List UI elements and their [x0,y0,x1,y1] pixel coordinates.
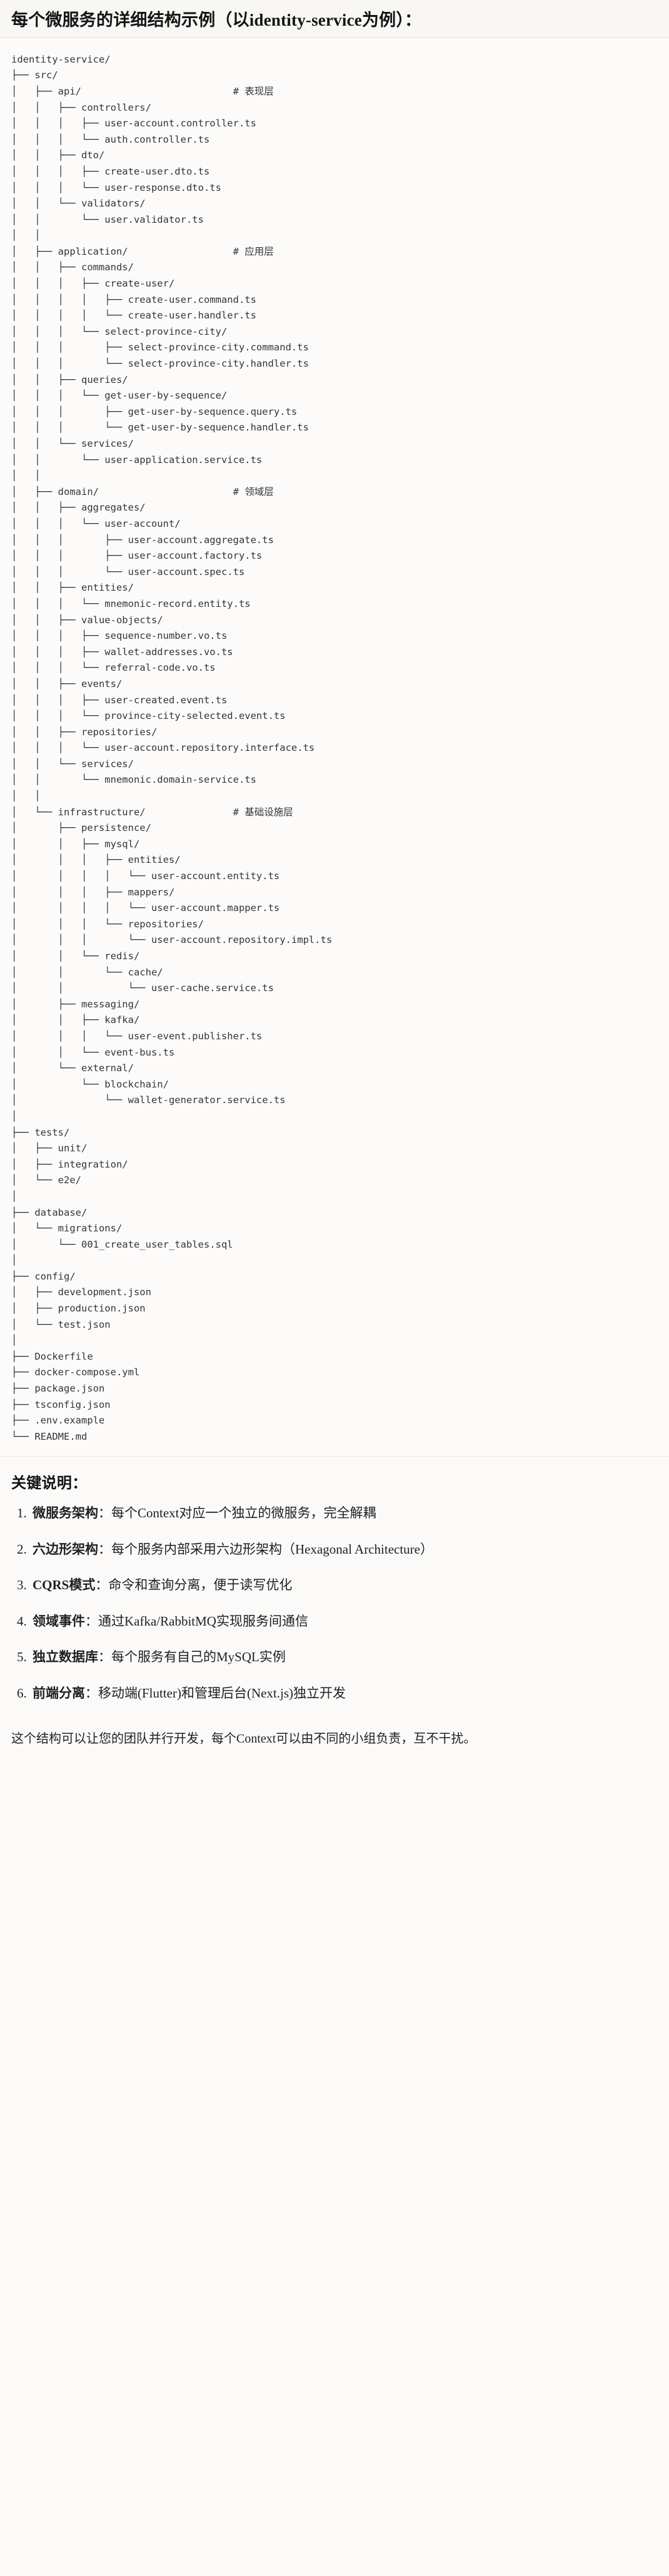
key-note-label: 领域事件 [33,1613,85,1629]
key-note-item: CQRS模式：命令和查询分离，便于读写优化 [30,1576,658,1596]
closing-paragraph: 这个结构可以让您的团队并行开发，每个Context可以由不同的小组负责，互不干扰… [0,1726,669,1763]
page-root: 每个微服务的详细结构示例（以identity-service为例）： ident… [0,0,669,1762]
key-note-text: ：每个服务有自己的MySQL实例 [98,1649,286,1665]
key-note-label: 前端分离 [33,1685,85,1701]
key-note-item: 独立数据库：每个服务有自己的MySQL实例 [30,1647,658,1667]
key-note-label: 六边形架构 [33,1541,98,1557]
directory-tree-block: identity-service/ ├── src/ │ ├── api/ # … [0,38,669,1457]
key-note-text: ：通过Kafka/RabbitMQ实现服务间通信 [85,1613,308,1629]
title-section: 每个微服务的详细结构示例（以identity-service为例）： [0,0,669,38]
key-note-label: 微服务架构 [33,1505,98,1521]
key-notes-section: 关键说明： 微服务架构：每个Context对应一个独立的微服务，完全解耦六边形架… [0,1457,669,1726]
key-note-item: 前端分离：移动端(Flutter)和管理后台(Next.js)独立开发 [30,1684,658,1704]
key-note-label: CQRS模式 [33,1577,96,1593]
key-note-text: ：每个Context对应一个独立的微服务，完全解耦 [98,1505,376,1521]
key-note-item: 六边形架构：每个服务内部采用六边形架构（Hexagonal Architectu… [30,1540,658,1560]
key-note-text: ：命令和查询分离，便于读写优化 [95,1577,293,1593]
key-note-item: 微服务架构：每个Context对应一个独立的微服务，完全解耦 [30,1504,658,1524]
key-note-text: ：每个服务内部采用六边形架构（Hexagonal Architecture） [98,1541,433,1557]
directory-tree-text: identity-service/ ├── src/ │ ├── api/ # … [11,53,333,1442]
key-notes-title: 关键说明： [11,1475,88,1492]
page-title: 每个微服务的详细结构示例（以identity-service为例）： [11,11,422,29]
key-note-label: 独立数据库 [33,1649,98,1665]
key-note-item: 领域事件：通过Kafka/RabbitMQ实现服务间通信 [30,1612,658,1632]
key-note-text: ：移动端(Flutter)和管理后台(Next.js)独立开发 [85,1685,346,1701]
key-notes-list: 微服务架构：每个Context对应一个独立的微服务，完全解耦六边形架构：每个服务… [11,1504,658,1703]
